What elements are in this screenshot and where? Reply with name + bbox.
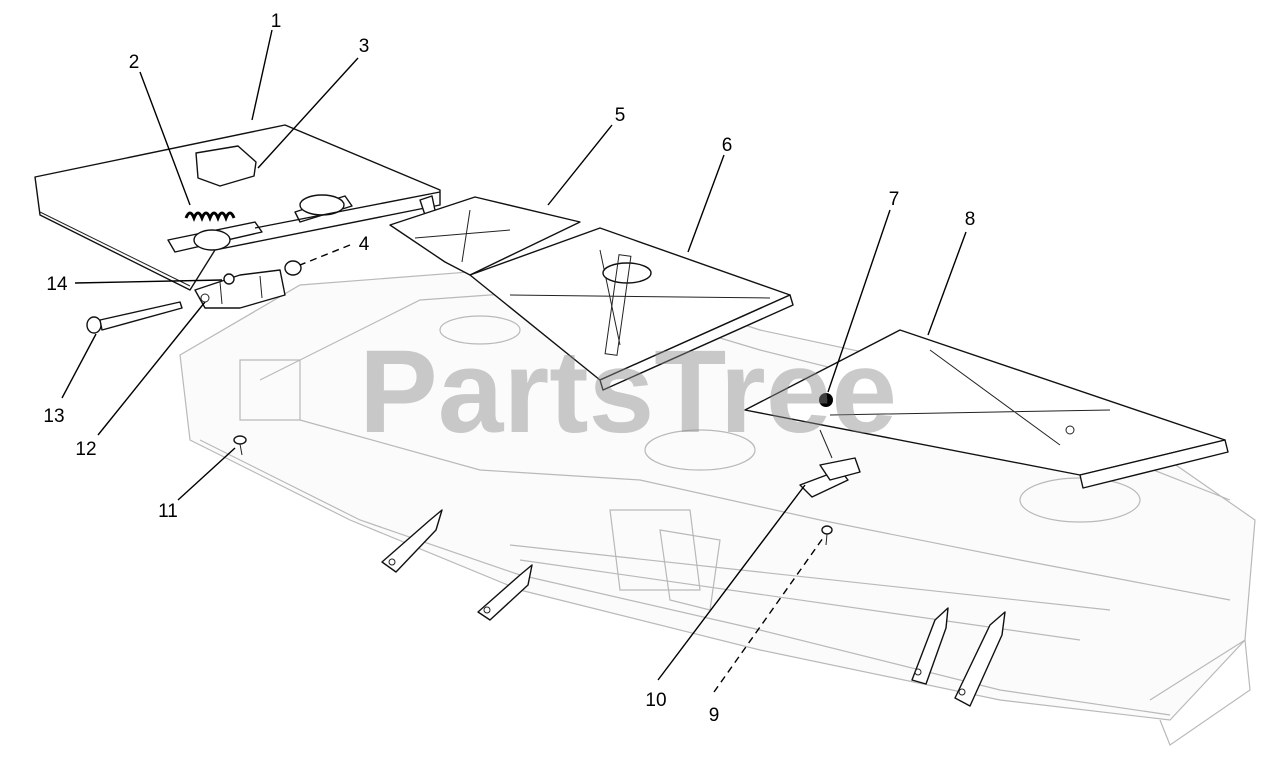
- callout-12: 12: [75, 439, 96, 460]
- part-12-bracket: [194, 269, 286, 309]
- callout-1: 1: [271, 11, 282, 32]
- part-11-screw: [233, 435, 247, 456]
- callout-8: 8: [965, 209, 976, 230]
- leader-lines: [61, 29, 967, 693]
- part-5-plate: [389, 196, 581, 276]
- callout-14: 14: [46, 274, 68, 295]
- callout-4: 4: [359, 234, 370, 255]
- part-8-shield: [744, 329, 1229, 489]
- callout-13: 13: [43, 406, 64, 427]
- watermark: PartsTree: [359, 326, 897, 458]
- part-4-spacer: [284, 260, 302, 276]
- part-14-nut: [223, 273, 235, 285]
- part-1-cover: [34, 124, 441, 291]
- mower-deck: [179, 264, 1256, 746]
- part-3-decal: [195, 145, 257, 187]
- callout-2: 2: [129, 52, 140, 73]
- callout-3: 3: [359, 36, 370, 57]
- part-7-nut: [819, 393, 833, 407]
- callout-5: 5: [615, 105, 626, 126]
- part-13-bolt: [86, 301, 183, 334]
- callout-11: 11: [158, 501, 178, 522]
- deck-brackets: [381, 509, 1006, 707]
- callout-10: 10: [645, 690, 666, 711]
- callout-labels: 1 2 3 4 5 6 7 8 9 10 11 12 13 14: [43, 11, 975, 726]
- callout-6: 6: [722, 135, 733, 156]
- part-10-latch: [799, 429, 861, 498]
- callout-7: 7: [889, 189, 900, 210]
- part-2-spring: [184, 211, 236, 223]
- part-6-shield: [469, 227, 794, 391]
- callout-9: 9: [709, 705, 720, 726]
- part-9-screw: [821, 525, 833, 546]
